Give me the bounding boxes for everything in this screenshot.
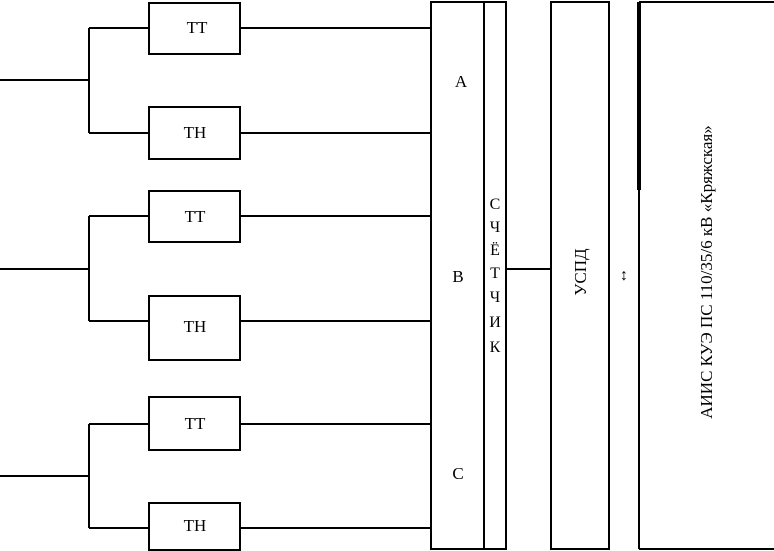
tt-label-c: ТТ bbox=[185, 414, 206, 433]
feeder-group-b: ТТ ТН bbox=[0, 190, 431, 361]
phase-label-a: А bbox=[455, 72, 468, 91]
tn-box-b bbox=[148, 295, 241, 361]
system-label: АИИС КУЭ ПС 110/35/6 кВ «Кряжская» bbox=[697, 125, 716, 419]
tt-label-a: ТТ bbox=[187, 18, 208, 37]
meter-strip bbox=[483, 1, 507, 550]
tt-box-b bbox=[148, 190, 241, 243]
tn-box-c bbox=[148, 502, 241, 551]
meter-letter-2: Ч bbox=[490, 219, 500, 236]
uspd-block bbox=[550, 1, 610, 550]
feeder-group-c: ТТ ТН bbox=[0, 396, 431, 551]
meter-letter-6: И bbox=[489, 314, 501, 331]
tt-box-a bbox=[148, 2, 241, 55]
tn-box-a bbox=[148, 106, 241, 160]
link-arrow-icon: ↕ bbox=[620, 267, 628, 284]
tn-label-b: ТН bbox=[184, 317, 207, 336]
meter-letter-1: С bbox=[490, 196, 501, 213]
meter-label: С Ч Ё Т Ч И К bbox=[489, 196, 501, 356]
meter-letter-4: Т bbox=[490, 265, 500, 282]
meter-letter-7: К bbox=[490, 339, 501, 356]
meter-letter-5: Ч bbox=[490, 289, 500, 306]
tn-label-a: ТН bbox=[184, 123, 207, 142]
tn-label-c: ТН bbox=[184, 516, 207, 535]
phase-label-c: С bbox=[452, 464, 463, 483]
tt-label-b: ТТ bbox=[185, 207, 206, 226]
uspd-label: УСПД bbox=[571, 248, 590, 296]
feeder-group-a: ТТ ТН bbox=[0, 2, 431, 160]
meter-letter-3: Ё bbox=[490, 241, 500, 259]
phase-label-b: В bbox=[452, 267, 463, 286]
tt-box-c bbox=[148, 396, 241, 451]
